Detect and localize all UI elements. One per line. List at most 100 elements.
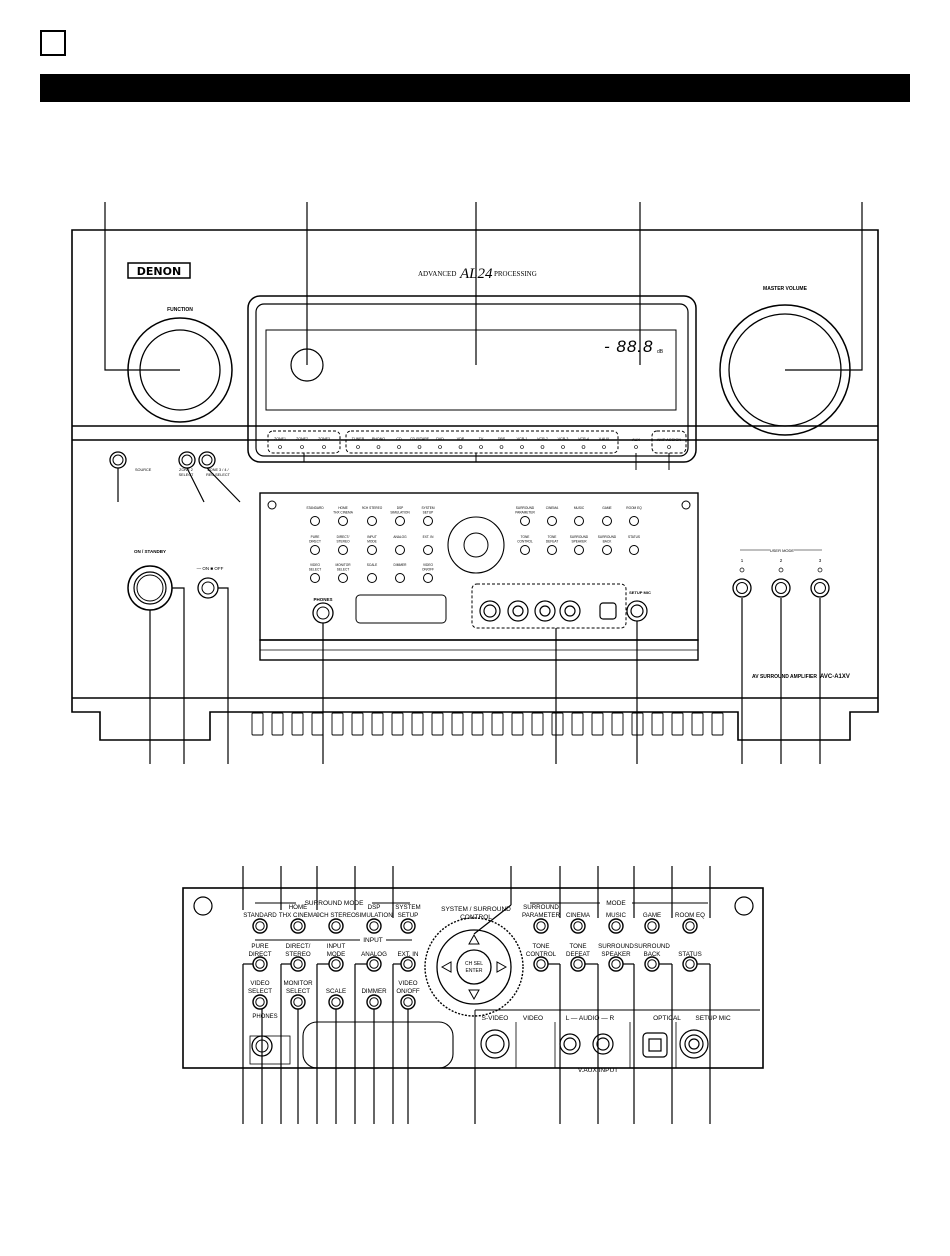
- mini-button-label: DIRECT: [309, 540, 321, 544]
- processing-prefix: ADVANCED: [418, 270, 456, 278]
- mini-button-label: GAME: [602, 506, 611, 510]
- panel-button[interactable]: [682, 918, 698, 934]
- mini-button-label: 9CH STEREO: [362, 506, 383, 510]
- panel-button[interactable]: [328, 918, 344, 934]
- source-indicator-led: [499, 445, 504, 449]
- panel-button[interactable]: [252, 918, 268, 934]
- panel-button[interactable]: [366, 994, 382, 1010]
- av-amp-label: AV SURROUND AMPLIFIER: [752, 674, 817, 680]
- mini-button-label: INPUT: [367, 535, 377, 539]
- panel-button-label: SELECT: [248, 988, 272, 995]
- mini-button-label: ON/OFF: [422, 568, 434, 572]
- mini-button-label: STATUS: [628, 535, 640, 539]
- panel-button[interactable]: [366, 956, 382, 972]
- mini-panel-button: [310, 573, 320, 583]
- panel-button[interactable]: [328, 994, 344, 1010]
- panel-button[interactable]: [290, 994, 306, 1010]
- panel-button[interactable]: [570, 918, 586, 934]
- source-indicator-led: [356, 445, 360, 449]
- processing-suffix: PROCESSING: [494, 270, 537, 278]
- svg-text:SYSTEM / SURROUND: SYSTEM / SURROUND: [441, 906, 511, 913]
- panel-button-label: SYSTEM: [395, 904, 420, 911]
- vent-slot: [251, 712, 264, 736]
- panel-phones-jack: [251, 1035, 273, 1057]
- mini-panel-button: [629, 545, 639, 555]
- user-mode-button[interactable]: [771, 578, 791, 598]
- svg-text:OPTICAL: OPTICAL: [653, 1015, 681, 1022]
- vent-slot: [571, 712, 584, 736]
- vent-slot: [631, 712, 644, 736]
- panel-button[interactable]: [252, 956, 268, 972]
- mini-button-label: STEREO: [336, 540, 350, 544]
- on-off-label: — ON ■ OFF: [197, 566, 224, 571]
- panel-button-label: EXT. IN: [398, 951, 419, 958]
- panel-button[interactable]: [533, 918, 549, 934]
- panel-button[interactable]: [328, 956, 344, 972]
- panel-button-label: DSP: [368, 904, 381, 911]
- vent-slot: [451, 712, 464, 736]
- mini-panel-button: [574, 545, 584, 555]
- mini-panel-button: [574, 516, 584, 526]
- panel-button-label: GAME: [643, 912, 661, 919]
- vent-slot: [671, 712, 684, 736]
- panel-button-ring: [331, 921, 341, 931]
- panel-button[interactable]: [644, 918, 660, 934]
- user-mode-title: USER MODE: [770, 548, 795, 553]
- model-name: AVC-A1XV: [820, 674, 850, 680]
- amp-assign-label: AMP ASSIGN: [657, 437, 682, 442]
- panel-button[interactable]: [366, 918, 382, 934]
- svg-text:SELECT: SELECT: [179, 473, 194, 477]
- user-mode-number: 3: [819, 558, 822, 563]
- mini-button-label: MUSIC: [574, 506, 585, 510]
- panel-button-ring: [611, 921, 621, 931]
- panel-phones-label: PHONES: [252, 1014, 277, 1020]
- mini-button-label: DIRECT/: [337, 535, 350, 539]
- panel-button[interactable]: [290, 956, 306, 972]
- v-aux-input-label: V.AUX INPUT: [578, 1067, 618, 1074]
- panel-button[interactable]: [400, 994, 416, 1010]
- callout-line: [473, 904, 512, 935]
- master-volume-knob: [719, 304, 851, 436]
- panel-button-label: INPUT: [327, 943, 346, 950]
- user-mode-button[interactable]: [732, 578, 752, 598]
- mini-button-label: SPEAKER: [571, 540, 587, 544]
- mini-button-label: PARAMETER: [515, 511, 535, 515]
- source-indicator-label: VCR-4: [578, 437, 589, 441]
- panel-button-label: TONE: [532, 943, 549, 950]
- panel-button[interactable]: [400, 918, 416, 934]
- ch-sel-label: CH SEL: [465, 961, 483, 967]
- mini-panel-button: [395, 573, 405, 583]
- source-indicator-label: VDP: [457, 437, 465, 441]
- mini-button-label: SURROUND: [516, 506, 535, 510]
- vent-slot: [391, 712, 404, 736]
- vent-slot: [491, 712, 504, 736]
- page-number-box: [40, 30, 66, 56]
- mini-panel-button: [423, 516, 433, 526]
- vent-slot: [351, 712, 364, 736]
- user-mode-button[interactable]: [810, 578, 830, 598]
- display-readout: - 88.8: [604, 337, 653, 356]
- panel-button[interactable]: [682, 956, 698, 972]
- panel-button[interactable]: [290, 918, 306, 934]
- mini-panel-button: [629, 516, 639, 526]
- panel-button-label: PARAMETER: [522, 912, 561, 919]
- panel-button[interactable]: [400, 956, 416, 972]
- mini-button-label: EXT. IN: [423, 535, 435, 539]
- cursor-dial[interactable]: CH SEL ENTER: [424, 917, 524, 1017]
- panel-button-label: STATUS: [678, 951, 702, 958]
- source-indicator-label: DBS: [498, 437, 506, 441]
- aux-indicator-label: AUX: [632, 437, 641, 442]
- panel-button[interactable]: [252, 994, 268, 1010]
- panel-button[interactable]: [608, 918, 624, 934]
- panel-button[interactable]: [533, 956, 549, 972]
- zone-indicator-led: [322, 445, 326, 449]
- panel-button[interactable]: [644, 956, 660, 972]
- mini-button-label: SCALE: [367, 563, 377, 567]
- source-indicator-led: [438, 445, 442, 449]
- panel-button[interactable]: [570, 956, 586, 972]
- panel-button[interactable]: [608, 956, 624, 972]
- svg-text:ZONE 2: ZONE 2: [179, 468, 193, 472]
